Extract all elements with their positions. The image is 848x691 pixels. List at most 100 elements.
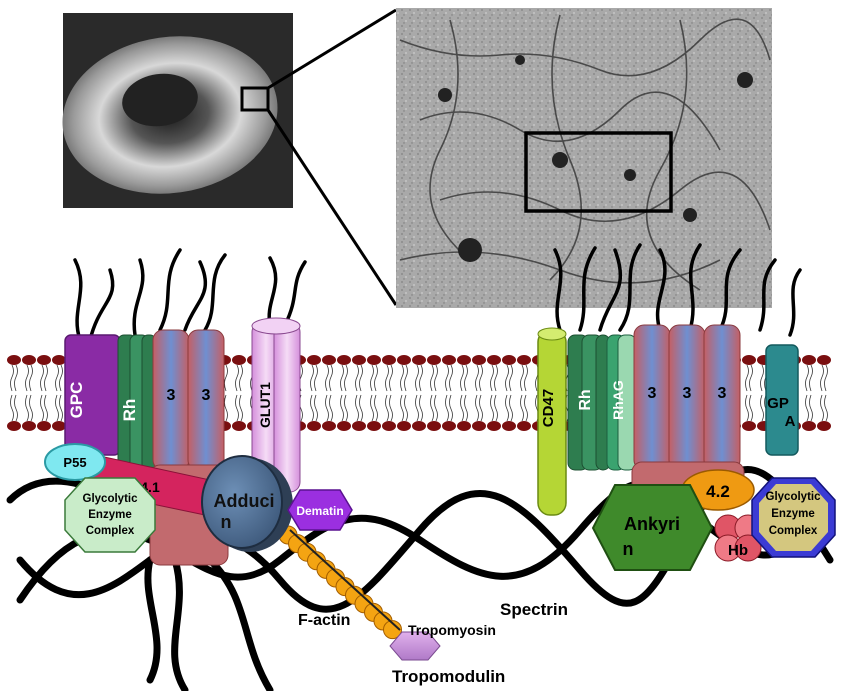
gpc-protein: GPC (64, 334, 121, 456)
lipid-tail (355, 394, 363, 422)
glycolytic-right-line2: Enzyme (771, 508, 814, 520)
rh-protein-right: Rh (567, 334, 611, 471)
band3-right-e: 3 (703, 324, 741, 471)
lipid-head (367, 355, 381, 365)
zoom-line-top (267, 8, 397, 90)
lipid-head (802, 355, 816, 365)
lipid-tail (745, 394, 753, 422)
zoom-box-small (240, 86, 270, 112)
band3-d-label: 3 (683, 385, 692, 402)
lipid-head (472, 355, 486, 365)
lipid-tail (805, 394, 813, 422)
lipid-tail (325, 364, 333, 392)
lipid-tail (385, 364, 393, 392)
lipid-tail (235, 394, 243, 422)
lipid-tail (340, 394, 348, 422)
gpa-protein: GP A (765, 344, 799, 456)
lipid-head (487, 355, 501, 365)
lipid-head (382, 421, 396, 431)
lipid-head (802, 421, 816, 431)
lipid-tail (10, 394, 18, 422)
lipid-tail (340, 364, 348, 392)
lipid-tail (370, 394, 378, 422)
lipid-head (502, 355, 516, 365)
lipid-head (817, 421, 831, 431)
lipid-head (442, 355, 456, 365)
lipid-tail (430, 394, 438, 422)
rh-left-label: Rh (120, 399, 139, 422)
lipid-tail (460, 394, 468, 422)
lipid-head (352, 421, 366, 431)
lipid-tail (40, 364, 48, 392)
lipid-head (352, 355, 366, 365)
band3-a-label: 3 (167, 387, 176, 404)
lipid-tail (505, 364, 513, 392)
lipid-tail (55, 394, 63, 422)
lipid-tail (460, 364, 468, 392)
gpa-line1: GP (767, 395, 789, 412)
tropomyosin-strand (289, 529, 401, 631)
glycolytic-right-line3: Complex (769, 525, 818, 537)
glycolytic-complex-left: Glycolytic Enzyme Complex (64, 477, 156, 553)
lipid-head (427, 421, 441, 431)
lipid-head (337, 421, 351, 431)
lipid-head (397, 355, 411, 365)
lipid-head (22, 421, 36, 431)
lipid-tail (25, 394, 33, 422)
tropomodulin-protein (389, 631, 441, 661)
band3-left-a: 3 (152, 329, 190, 471)
lipid-head (487, 421, 501, 431)
band3-c-label: 3 (648, 385, 657, 402)
factin-label: F-actin (298, 612, 350, 629)
lipid-tail (505, 394, 513, 422)
lipid-head (397, 421, 411, 431)
p55-protein: P55 (44, 443, 106, 481)
lipid-head (472, 421, 486, 431)
rhag-label: RhAG (610, 380, 626, 420)
f-actin-filament (278, 525, 402, 640)
protein-42: 4.2 (681, 469, 755, 511)
lipid-head (412, 421, 426, 431)
lipid-head (307, 355, 321, 365)
lipid-head (442, 421, 456, 431)
band3-right-d: 3 (668, 324, 706, 471)
glut1-protein: GLUT1 (251, 317, 301, 493)
actin-monomer (383, 620, 402, 640)
lipid-tail (40, 394, 48, 422)
lipid-head (7, 355, 21, 365)
lipid-head (517, 421, 531, 431)
lipid-head (52, 421, 66, 431)
lipid-tail (520, 394, 528, 422)
em-spectrin-network-image (396, 8, 772, 308)
lipid-head (322, 421, 336, 431)
ankyrin-line2: n (623, 539, 634, 559)
lipid-tail (325, 394, 333, 422)
lipid-tail (445, 364, 453, 392)
lipid-head (457, 355, 471, 365)
lipid-head (502, 421, 516, 431)
glycolytic-complex-right: Glycolytic Enzyme Complex (751, 477, 836, 558)
lipid-tail (310, 364, 318, 392)
lipid-head (232, 421, 246, 431)
rhag-protein: RhAG (606, 334, 637, 471)
rh-right-label: Rh (577, 389, 594, 410)
gpc-label: GPC (67, 382, 86, 419)
lipid-head (367, 421, 381, 431)
lipid-head (37, 421, 51, 431)
band3-e-label: 3 (718, 385, 727, 402)
lipid-tail (55, 364, 63, 392)
lipid-tail (490, 364, 498, 392)
glut1-label: GLUT1 (257, 382, 273, 428)
band3-right-c: 3 (633, 324, 671, 471)
tropomyosin-label: Tropomyosin (408, 622, 496, 638)
lipid-head (427, 355, 441, 365)
cd47-label: CD47 (540, 389, 557, 427)
lipid-tail (310, 394, 318, 422)
dematin-label: Dematin (296, 504, 343, 518)
lipid-tail (370, 364, 378, 392)
lipid-head (52, 355, 66, 365)
lipid-head (742, 355, 756, 365)
glycan-chains (73, 243, 802, 342)
lipid-head (382, 355, 396, 365)
lipid-tail (25, 364, 33, 392)
